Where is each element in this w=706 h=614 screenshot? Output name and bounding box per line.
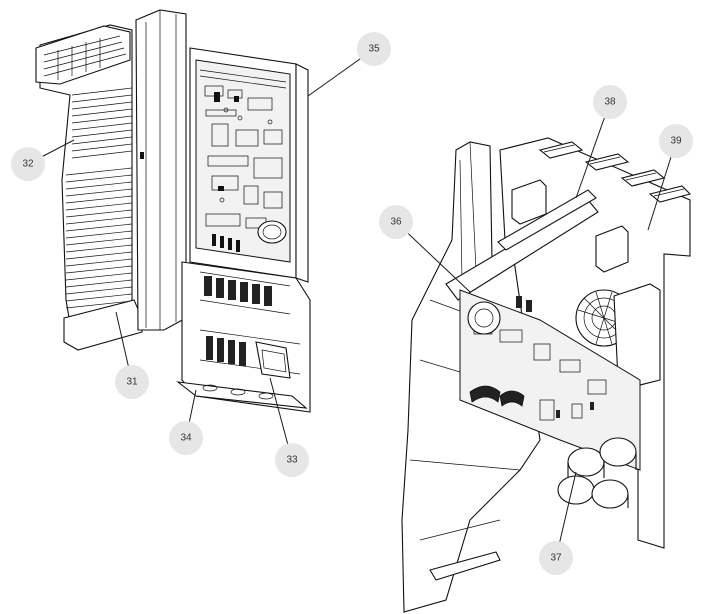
callout-label: 34 [180,433,192,444]
bottom-cover [429,551,501,581]
dc-link-capacitors [557,437,637,509]
callout-label: 37 [550,553,562,564]
callout-34: 34 [169,421,203,455]
left-drive-assembly [35,9,311,413]
callout-label: 38 [604,97,616,108]
power-board [459,289,641,471]
callout-label: 33 [286,455,298,466]
callout-39: 39 [659,124,693,158]
top-vent-slots [538,141,692,203]
callout-32: 32 [11,147,45,181]
callout-35: 35 [357,32,391,66]
callout-label: 35 [368,44,380,55]
callout-31: 31 [115,365,149,399]
callout-label: 31 [126,377,138,388]
right-drive-assembly [401,137,692,613]
callout-label: 39 [670,136,682,147]
callout-label: 32 [22,159,34,170]
callout-label: 36 [390,217,402,228]
callout-33: 33 [275,443,309,477]
callout-36: 36 [379,205,413,239]
control-board-panel [189,47,309,283]
power-terminal-block [176,261,311,413]
callout-37: 37 [539,541,573,575]
heatsink-fins [35,24,143,351]
callout-38: 38 [593,85,627,119]
housing-frame-bar [135,9,187,331]
